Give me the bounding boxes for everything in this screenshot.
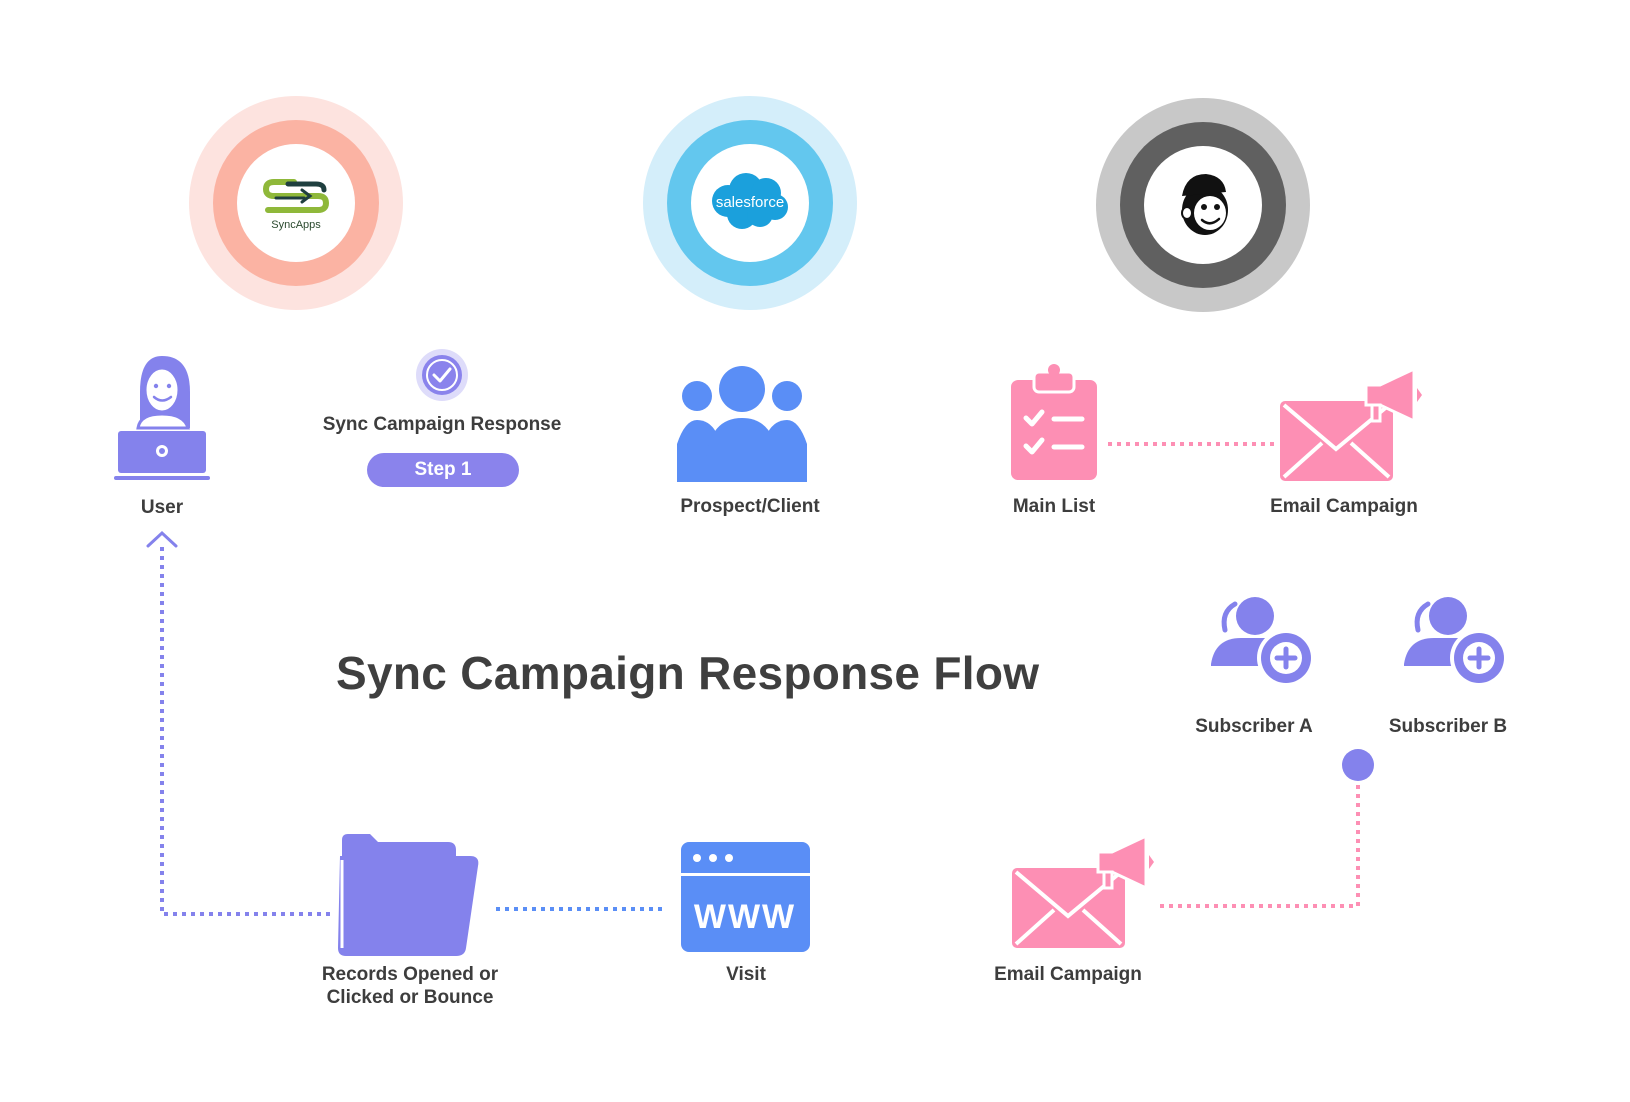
add-user-icon bbox=[1404, 597, 1508, 687]
step-1-badge: Step 1 bbox=[367, 453, 519, 487]
subscriber-junction-dot bbox=[1342, 749, 1374, 781]
sync-step-label: Sync Campaign Response bbox=[322, 414, 562, 435]
main-list-label: Main List bbox=[1012, 496, 1096, 517]
connector-records-user bbox=[160, 546, 330, 916]
syncapps-logo-circle: SyncApps bbox=[189, 96, 403, 310]
user-at-laptop-icon bbox=[114, 356, 210, 480]
page-title: Sync Campaign Response Flow bbox=[336, 647, 1040, 699]
group-icon bbox=[677, 366, 807, 482]
folder-icon bbox=[338, 834, 479, 956]
syncapps-logo: SyncApps bbox=[262, 179, 330, 231]
arrowhead-up bbox=[146, 530, 178, 548]
email-campaign-bottom-label: Email Campaign bbox=[994, 964, 1142, 985]
records-label-line1: Records Opened or bbox=[321, 964, 499, 985]
syncapps-wordmark: SyncApps bbox=[271, 219, 321, 231]
user-label: User bbox=[140, 497, 184, 518]
email-campaign-top-label: Email Campaign bbox=[1270, 496, 1418, 517]
envelope-megaphone-icon bbox=[1280, 366, 1422, 481]
salesforce-logo-circle: salesforce bbox=[643, 96, 857, 310]
www-glyph: WWW bbox=[694, 898, 796, 936]
mailchimp-logo-circle bbox=[1096, 98, 1310, 312]
subscriber-a-label: Subscriber A bbox=[1195, 716, 1313, 737]
records-label-line2: Clicked or Bounce bbox=[326, 987, 494, 1008]
subscriber-b-label: Subscriber B bbox=[1388, 716, 1508, 737]
connectors bbox=[160, 442, 1360, 916]
browser-www-icon: WWW bbox=[681, 842, 810, 952]
salesforce-cloud-logo: salesforce bbox=[712, 173, 788, 229]
mailchimp-freddie-logo bbox=[1181, 174, 1228, 235]
envelope-megaphone-icon bbox=[1012, 833, 1154, 948]
prospect-client-label: Prospect/Client bbox=[680, 496, 820, 517]
check-badge-icon bbox=[416, 349, 468, 401]
salesforce-wordmark: salesforce bbox=[716, 194, 784, 211]
clipboard-checklist-icon bbox=[1011, 364, 1097, 480]
visit-label: Visit bbox=[726, 964, 766, 985]
connector-email-subscriber bbox=[1160, 780, 1360, 908]
add-user-icon bbox=[1211, 597, 1315, 687]
